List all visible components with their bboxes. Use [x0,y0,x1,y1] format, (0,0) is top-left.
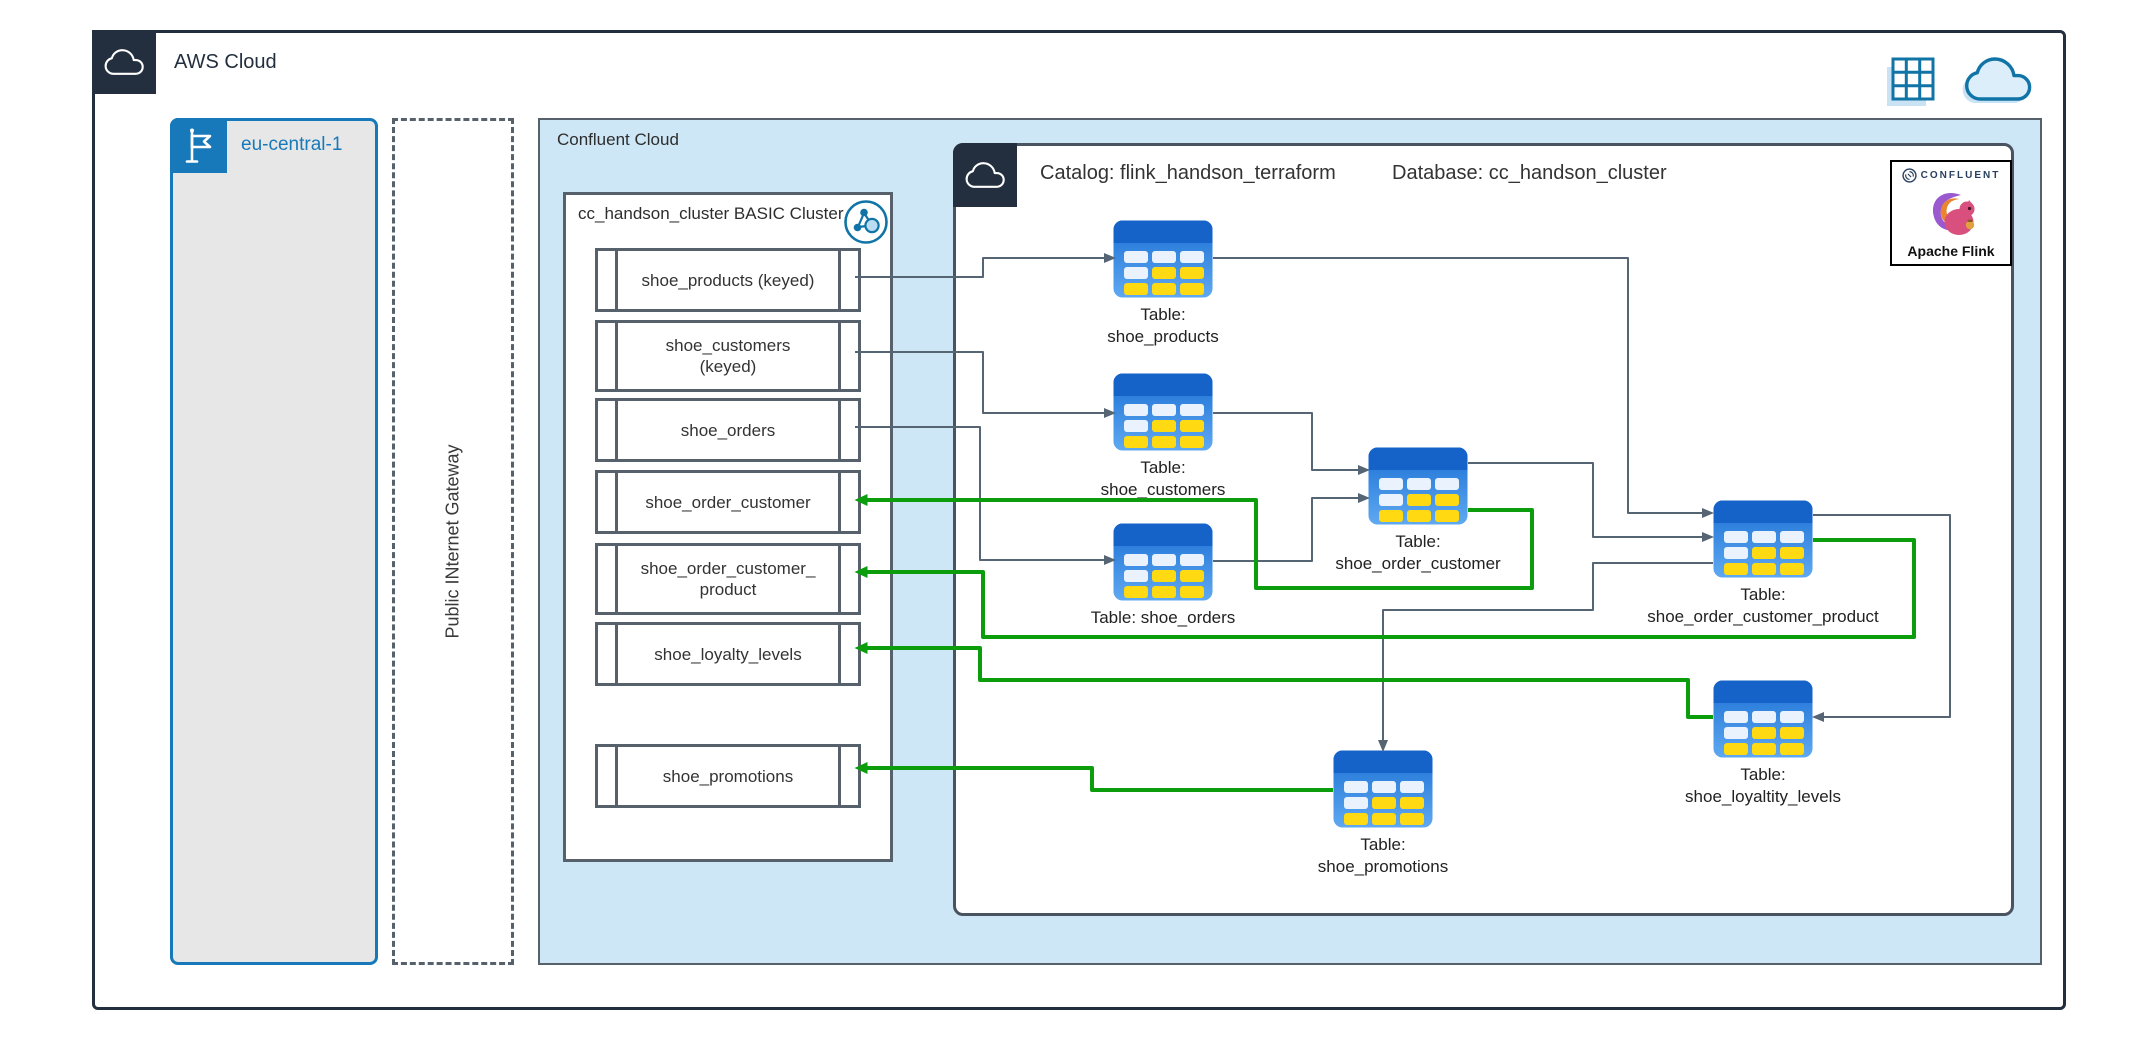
topic-label-line: shoe_orders [680,420,776,440]
flink-table-table-shoe-order-customer [1368,447,1468,530]
table-label: Table: shoe_customers [1013,457,1313,501]
kafka-cluster-title: cc_handson_cluster BASIC Cluster [578,204,844,223]
table-label: Table: shoe_products [1013,304,1313,348]
table-icon [1368,447,1468,525]
table-label-line: Table: [1140,458,1186,477]
table-label: Table: shoe_order_customer [1268,531,1568,575]
table-grid-icon [1884,54,1938,115]
table-label-line: shoe_order_customer_product [1647,607,1879,626]
kafka-topic-shoe-customers-keyed: shoe_customers (keyed) [595,320,861,392]
table-label-line: Table: [1140,305,1186,324]
table-label-line: Table: [1360,835,1406,854]
flink-table-table-shoe-order-customer-product [1713,500,1813,583]
public-internet-gateway: Public INternet Gateway [392,118,514,965]
topic-label-line: (keyed) [699,357,757,376]
flink-table-table-shoe-orders [1113,523,1213,606]
table-label-line: Table: shoe_orders [1090,608,1236,627]
table-label-line: shoe_order_customer [1335,554,1501,573]
table-icon [1713,500,1813,578]
topic-label-line: shoe_products (keyed) [641,270,815,290]
public-internet-gateway-box [392,118,514,965]
kafka-topic-shoe-orders: shoe_orders [595,398,861,462]
kafka-topic-shoe-promotions: shoe_promotions [595,744,861,808]
confluent-flink-logo: CONFLUENT Apache Flink [1890,160,2012,266]
apache-flink-label: Apache Flink [1907,243,1995,259]
cloud-icon [1958,48,2044,115]
table-label-line: Table: [1740,585,1786,604]
table-icon [1113,220,1213,298]
kafka-topic-shoe-order-customer: shoe_order_customer [595,470,861,534]
catalog-title: Catalog: flink_handson_terraform [1040,162,1336,184]
confluent-icon [1902,168,1917,183]
table-label: Table: shoe_orders [1013,607,1313,629]
table-icon [1713,680,1813,758]
public-internet-gateway-label: Public INternet Gateway [442,444,463,639]
confluent-brand-label: CONFLUENT [1920,170,2001,181]
kafka-cluster-icon [843,199,889,250]
topic-label: shoe_order_customer_product [641,558,816,600]
topic-label: shoe_orders [681,420,776,441]
confluent-cloud-label: Confluent Cloud [557,130,679,149]
aws-cloud-icon [92,30,156,94]
topic-label-line: product [699,580,757,599]
topic-label-line: shoe_promotions [662,766,794,786]
flink-table-table-shoe-customers [1113,373,1213,456]
topic-label: shoe_customers (keyed) [666,335,791,377]
table-label-line: Table: [1395,532,1441,551]
topic-label-line: shoe_order_customer [645,492,811,512]
topic-label-line: shoe_loyalty_levels [654,644,802,664]
flink-table-table-shoe-products [1113,220,1213,303]
table-label: Table: shoe_loyaltity_levels [1613,764,1913,808]
kafka-topic-shoe-order-customer-product: shoe_order_customer_product [595,543,861,615]
table-label-line: shoe_customers [1100,480,1226,499]
topic-label-line: shoe_order_customer_ [640,559,816,578]
table-label-line: shoe_products [1107,327,1219,346]
topic-label: shoe_products (keyed) [642,270,815,291]
table-label-line: shoe_promotions [1317,857,1449,876]
aws-cloud-label: AWS Cloud [174,51,277,73]
table-icon [1113,373,1213,451]
kafka-topic-shoe-products-keyed: shoe_products (keyed) [595,248,861,312]
flink-table-table-shoe-loyaltity-levels [1713,680,1813,763]
topic-label: shoe_order_customer [645,492,810,513]
topic-label: shoe_loyalty_levels [654,644,801,665]
table-label: Table: shoe_order_customer_product [1613,584,1913,628]
table-icon [1333,750,1433,828]
table-label-line: shoe_loyaltity_levels [1685,787,1841,806]
catalog-cloud-icon [953,143,1017,207]
database-title: Database: cc_handson_cluster [1392,162,1667,184]
topic-label-line: shoe_customers [665,336,791,355]
region-label: eu-central-1 [241,134,343,155]
flink-table-table-shoe-promotions [1333,750,1433,833]
region-flag-icon [170,118,227,173]
apache-flink-squirrel-icon [1932,192,1975,235]
table-label: Table: shoe_promotions [1233,834,1533,878]
topic-label: shoe_promotions [663,766,793,787]
kafka-topic-shoe-loyalty-levels: shoe_loyalty_levels [595,622,861,686]
table-label-line: Table: [1740,765,1786,784]
table-icon [1113,523,1213,601]
region-box [170,118,378,965]
confluent-brand: CONFLUENT [1902,168,2001,183]
